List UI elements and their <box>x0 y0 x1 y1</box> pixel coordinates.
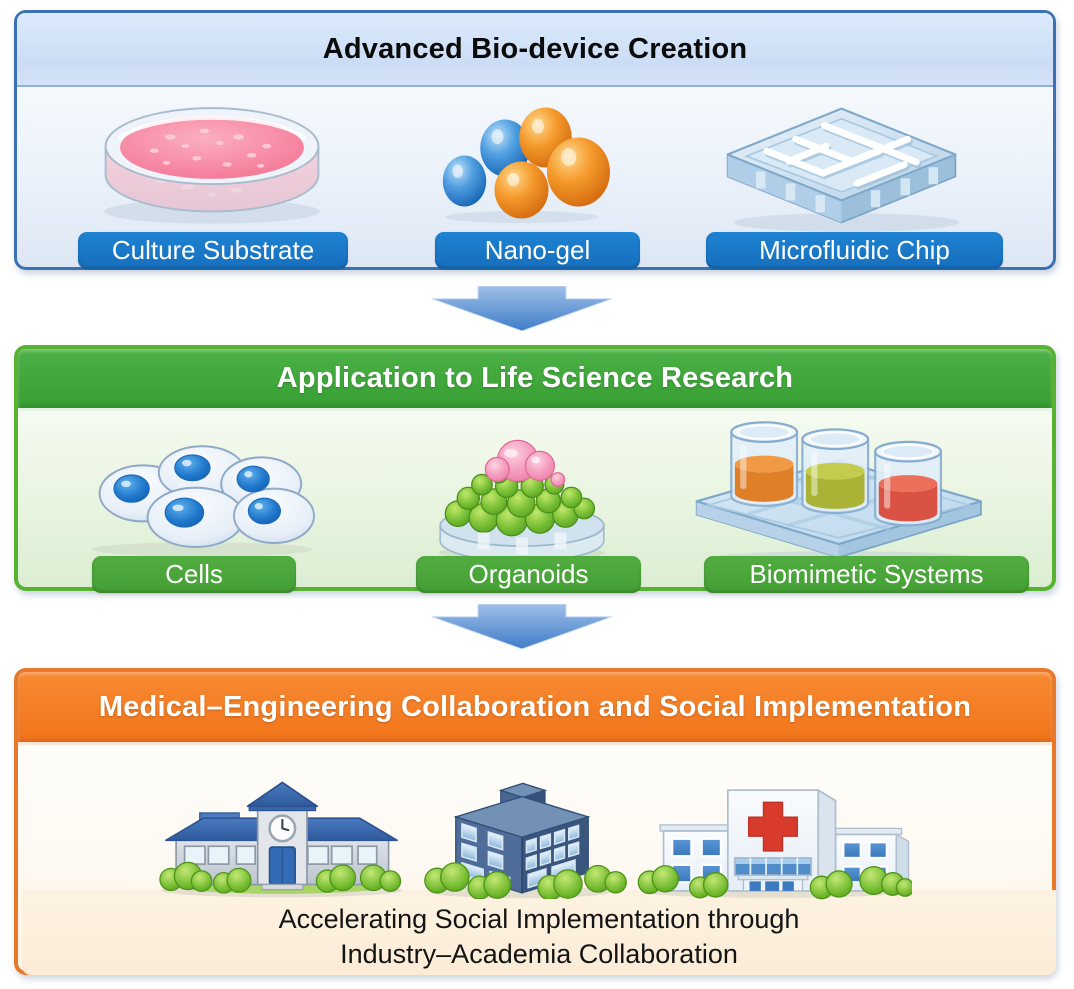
petri-dish-icon <box>98 99 326 228</box>
caption-band: Accelerating Social Implementation throu… <box>22 890 1056 975</box>
caption-line-2: Industry–Academia Collaboration <box>340 939 738 969</box>
section-lifescience-header: Application to Life Science Research <box>18 349 1052 411</box>
cells-icon <box>82 431 322 559</box>
section-implementation-title: Medical–Engineering Collaboration and So… <box>98 690 972 723</box>
label-cells: Cells <box>92 556 296 593</box>
section-biodevice-header: Advanced Bio-device Creation <box>17 13 1053 87</box>
microfluidic-chip-icon <box>714 95 969 235</box>
label-microfluidic-chip: Microfluidic Chip <box>706 232 1003 269</box>
label-culture-substrate: Culture Substrate <box>78 232 348 269</box>
section-biodevice-title: Advanced Bio-device Creation <box>322 32 748 65</box>
caption-line-1: Accelerating Social Implementation throu… <box>278 904 800 934</box>
section-lifescience: Application to Life Science Research <box>14 345 1056 593</box>
section-lifescience-title: Application to Life Science Research <box>276 362 794 394</box>
down-arrow-icon <box>431 285 613 332</box>
section-biodevice: Advanced Bio-device Creation <box>14 10 1056 270</box>
biomimetic-tray-icon <box>686 409 988 567</box>
label-biomimetic-systems: Biomimetic Systems <box>704 556 1029 593</box>
section-implementation-header: Medical–Engineering Collaboration and So… <box>18 672 1052 745</box>
organoid-dish-icon <box>424 425 620 562</box>
office-building-icon <box>416 771 628 900</box>
nano-gel-spheres-icon <box>433 97 613 225</box>
label-organoids: Organoids <box>416 556 641 593</box>
hospital-building-icon <box>634 778 912 900</box>
section-implementation: Medical–Engineering Collaboration and So… <box>14 668 1056 975</box>
label-nano-gel: Nano-gel <box>435 232 640 269</box>
school-building-icon <box>154 774 409 902</box>
down-arrow-icon <box>431 603 613 650</box>
